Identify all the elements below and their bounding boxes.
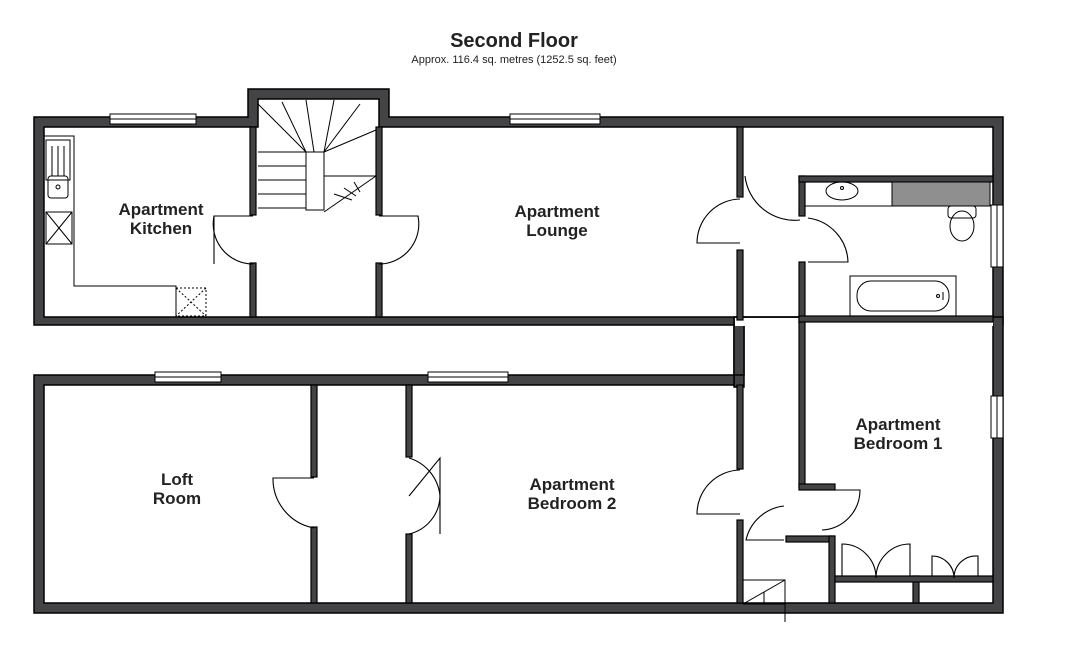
svg-text:Bedroom 2: Bedroom 2 [528, 494, 617, 513]
room-label-bedroom2: Apartment Bedroom 2 [528, 475, 617, 513]
svg-text:Apartment: Apartment [514, 202, 599, 221]
room-label-bedroom1: Apartment Bedroom 1 [854, 415, 943, 453]
stair-lounge-wall [375, 126, 383, 216]
room-label-lounge: Apartment Lounge [514, 202, 599, 240]
svg-text:Kitchen: Kitchen [130, 219, 192, 238]
room-label-loft: Loft Room [153, 470, 201, 508]
bedroom2-wall [405, 384, 413, 458]
staircase [257, 99, 377, 213]
plan-subtitle: Approx. 116.4 sq. metres (1252.5 sq. fee… [411, 54, 616, 66]
bedroom2-hall-wall [736, 384, 744, 470]
lounge-hall-wall [736, 126, 744, 198]
bedroom1-wall [798, 321, 806, 489]
svg-text:Loft: Loft [161, 470, 193, 489]
svg-text:Lounge: Lounge [526, 221, 587, 240]
svg-text:Apartment: Apartment [529, 475, 614, 494]
svg-text:Apartment: Apartment [855, 415, 940, 434]
lower-outer-wall [33, 316, 1004, 614]
kitchen-units [44, 135, 207, 317]
windows [109, 113, 1004, 439]
room-label-kitchen: Apartment Kitchen [118, 200, 203, 238]
plan-title: Second Floor [450, 30, 578, 52]
svg-text:Room: Room [153, 489, 201, 508]
loft-wall [310, 384, 318, 478]
svg-text:Bedroom 1: Bedroom 1 [854, 434, 943, 453]
svg-text:Apartment: Apartment [118, 200, 203, 219]
doors[interactable] [212, 175, 979, 579]
hall-stair [742, 579, 786, 622]
bath-panel [891, 181, 991, 207]
kitchen-stair-wall [249, 126, 257, 216]
bathroom-fittings [805, 181, 991, 317]
